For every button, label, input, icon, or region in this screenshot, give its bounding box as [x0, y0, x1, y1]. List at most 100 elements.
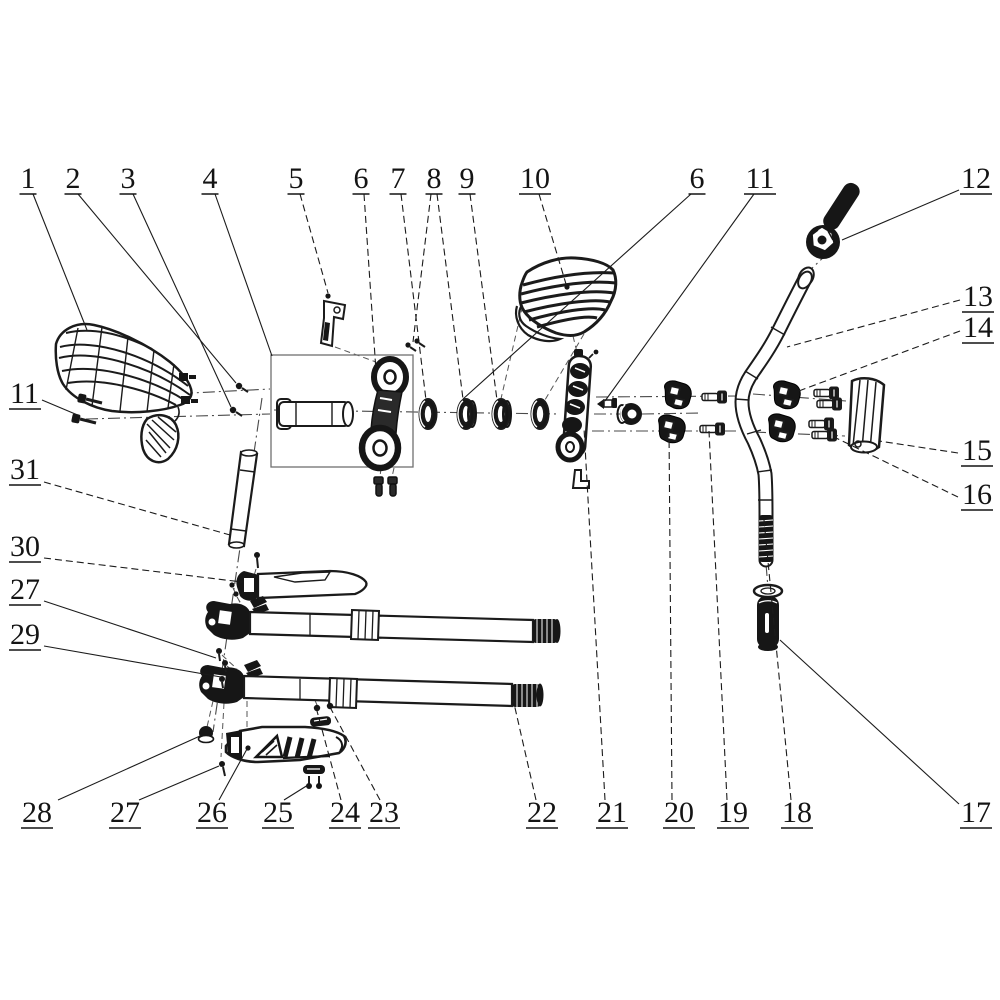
leader-line-5 — [299, 193, 329, 294]
part-number-5: 5 — [289, 162, 304, 195]
leader-line-17 — [779, 639, 960, 805]
throttle-grip — [797, 182, 860, 290]
crown-screw-lower — [219, 761, 226, 777]
expander-plug — [757, 596, 779, 651]
leader-line-12 — [841, 189, 960, 241]
part-number-23: 23 — [369, 796, 399, 829]
part-number-7: 7 — [391, 162, 406, 195]
bracket-bolt-25b — [316, 783, 322, 789]
washer-d — [530, 398, 550, 430]
parts-layer — [54, 182, 886, 789]
stem-pinch-bolt — [597, 398, 617, 409]
leader-line-2 — [77, 193, 237, 384]
leader-line-31 — [43, 481, 231, 536]
bar-clamp-right-upper — [772, 379, 802, 410]
leader-line-22 — [512, 698, 537, 801]
leader-line-11L — [41, 399, 81, 417]
steerer-tube — [227, 449, 259, 549]
bar-clamp-left-upper — [663, 379, 693, 410]
leader-line-3 — [132, 193, 232, 408]
leader-line-4 — [214, 193, 273, 357]
leader-line-9 — [469, 193, 498, 401]
leader-line-1 — [32, 193, 88, 331]
front-fender — [54, 322, 198, 464]
pivot-screw-3 — [229, 406, 243, 417]
detail-box — [270, 354, 414, 468]
part-number-2: 2 — [66, 162, 81, 195]
part-number-14: 14 — [963, 311, 993, 344]
part-number-6a: 6 — [354, 162, 369, 195]
part-number-27b: 27 — [110, 796, 140, 829]
leader-line-13 — [786, 299, 961, 348]
part-number-21: 21 — [597, 796, 627, 829]
part-number-16: 16 — [962, 478, 992, 511]
part-number-19: 19 — [718, 796, 748, 829]
left-grip — [847, 376, 886, 454]
link-bolts — [373, 476, 398, 497]
washer-c — [491, 398, 511, 430]
leader-line-27a — [43, 600, 217, 659]
part-number-20: 20 — [664, 796, 694, 829]
stem-folding-joint — [555, 349, 599, 489]
part-number-1: 1 — [21, 162, 36, 195]
part-number-10: 10 — [520, 162, 550, 195]
part-number-4: 4 — [203, 162, 218, 195]
fork-leg-upper — [205, 596, 561, 644]
leader-line-15 — [878, 440, 959, 454]
leader-line-24 — [316, 710, 342, 801]
leader-line-18 — [763, 519, 792, 801]
part-number-27a: 27 — [10, 573, 40, 606]
leader-line-28 — [57, 735, 201, 801]
washer-a — [418, 398, 438, 430]
stem-bottom-bracket — [571, 469, 590, 489]
washer-b — [456, 398, 476, 430]
part-number-25: 25 — [263, 796, 293, 829]
stem-nut — [616, 403, 642, 425]
leader-line-8-1 — [436, 193, 464, 400]
part-number-8: 8 — [427, 162, 442, 195]
leader-line-14 — [795, 330, 961, 393]
part-number-11L: 11 — [10, 377, 39, 410]
bracket-screw-23 — [326, 702, 334, 710]
wind-deflector — [514, 256, 618, 343]
leader-line-19 — [708, 430, 728, 801]
clamp-bolt-right-1 — [813, 386, 839, 400]
bar-clamp-left-lower — [657, 413, 687, 444]
part-number-22: 22 — [527, 796, 557, 829]
part-number-12: 12 — [961, 162, 991, 195]
part-number-9: 9 — [460, 162, 475, 195]
part-number-29: 29 — [10, 618, 40, 651]
dust-cap — [197, 726, 215, 744]
part-number-17: 17 — [961, 796, 991, 829]
washer-b-flange — [467, 400, 477, 428]
leader-line-23 — [330, 708, 381, 801]
part-number-13: 13 — [963, 280, 993, 313]
top-plate — [229, 552, 368, 601]
clamp-bolt-right-4 — [811, 428, 837, 442]
washer-c-flange — [502, 400, 512, 428]
part-number-31: 31 — [10, 453, 40, 486]
leader-line-11t — [604, 193, 755, 402]
part-number-18: 18 — [782, 796, 812, 829]
handlebar — [734, 266, 815, 568]
part-number-28: 28 — [22, 796, 52, 829]
steering-link — [358, 356, 409, 472]
bracket-screw-24 — [313, 704, 321, 712]
bar-clamp-right-lower — [767, 412, 797, 443]
part-number-26: 26 — [197, 796, 227, 829]
clamp-bolt-left-lower — [699, 422, 725, 436]
leader-line-8 — [412, 193, 432, 343]
leader-line-27b — [138, 765, 220, 801]
leader-line-16 — [833, 436, 959, 498]
leader-line-10 — [538, 193, 567, 285]
fork-leg-lower — [199, 660, 544, 710]
bracket-bolt-25a — [306, 783, 312, 789]
leader-line-6a — [363, 193, 378, 387]
part-number-30: 30 — [10, 530, 40, 563]
clamp-bolt-left-upper — [701, 390, 727, 404]
fender-bracket — [224, 702, 347, 789]
fender-screws — [71, 393, 103, 425]
expander-washer — [752, 583, 784, 599]
